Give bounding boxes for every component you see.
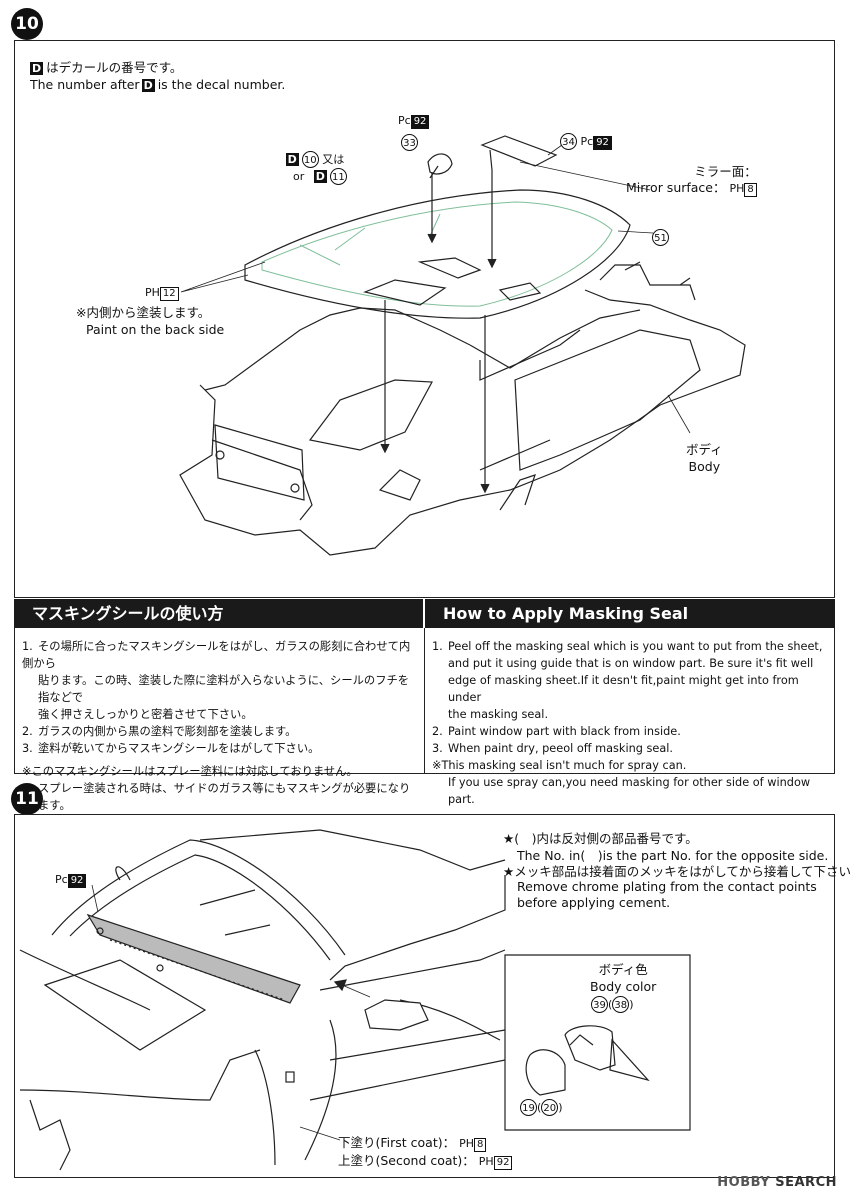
step-11-frame: [14, 814, 835, 1178]
body-shell: [179, 289, 746, 556]
rearview-mirror: [480, 135, 558, 167]
masking-divider: [424, 628, 425, 774]
step-10-drawing: [179, 135, 746, 556]
chrome-note-jp: ★メッキ部品は接着面のメッキをはがしてから接着して下さい。: [503, 864, 851, 879]
inner-mirror-base: [427, 153, 453, 175]
hobby-search-logo: HOBBY SEARCH: [717, 1175, 837, 1190]
step-10-badge: 10: [11, 8, 43, 40]
masking-jp-list: 1.その場所に合ったマスキングシールをはがし、ガラスの彫刻に合わせて内側から 貼…: [22, 640, 411, 812]
masking-title-jp: マスキングシールの使い方: [14, 599, 423, 628]
opposite-note-en: The No. in( )is the part No. for the opp…: [517, 848, 829, 863]
masking-en-list: 1.Peel off the masking seal which is you…: [432, 640, 823, 806]
part-39-38-callout: 39(38): [591, 996, 634, 1013]
back-side-note: ※内側から塗装します。 Paint on the back side: [76, 305, 225, 337]
step-11-badge: 11: [11, 783, 43, 815]
part-19-20-callout: 19(20): [520, 1099, 563, 1116]
cowl-strip: [86, 913, 301, 1004]
masking-title-en: How to Apply Masking Seal: [425, 599, 835, 628]
opposite-note-jp: ★( )内は反対側の部品番号です。: [503, 831, 698, 846]
chrome-note-en-2: before applying cement.: [517, 895, 671, 910]
chrome-note-en-1: Remove chrome plating from the contact p…: [517, 879, 817, 894]
step-10-frame: [14, 40, 835, 598]
part-33-callout: 33: [401, 131, 418, 151]
part-51-callout: 51: [652, 226, 669, 246]
